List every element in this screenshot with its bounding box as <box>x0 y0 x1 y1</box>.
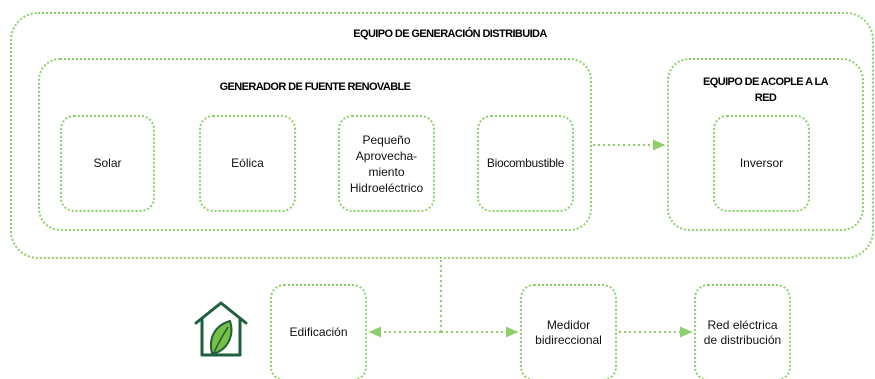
distribution-grid-box: Red eléctrica de distribución <box>694 284 791 379</box>
grid-coupling-title: EQUIPO DE ACOPLE A LA RED <box>703 76 829 104</box>
source-small-hydro-box: Pequeño Aprovecha- miento Hidroeléctrico <box>338 115 435 212</box>
distributed-generation-title: EQUIPO DE GENERACIÓN DISTRIBUIDA <box>353 28 547 40</box>
source-wind-box: Eólica <box>199 115 296 212</box>
source-small-hydro-label: Pequeño Aprovecha- miento Hidroeléctrico <box>349 132 424 195</box>
source-biofuel-box: Biocombustible <box>477 115 574 212</box>
source-wind-label: Eólica <box>231 156 264 170</box>
bidirectional-meter-box: Medidor bidireccional <box>520 284 617 379</box>
renewable-generator-title: GENERADOR DE FUENTE RENOVABLE <box>219 81 411 93</box>
source-biofuel-label: Biocombustible <box>486 156 565 170</box>
building-box: Edificación <box>270 284 367 379</box>
house-leaf-icon <box>194 301 248 357</box>
inverter-label: Inversor <box>739 156 784 170</box>
source-solar-box: Solar <box>60 115 155 212</box>
source-solar-label: Solar <box>93 156 122 170</box>
inverter-box: Inversor <box>713 115 810 212</box>
building-label: Edificación <box>289 325 348 339</box>
bidirectional-meter-label: Medidor bidireccional <box>535 317 602 347</box>
distribution-grid-label: Red eléctrica de distribución <box>703 317 782 347</box>
